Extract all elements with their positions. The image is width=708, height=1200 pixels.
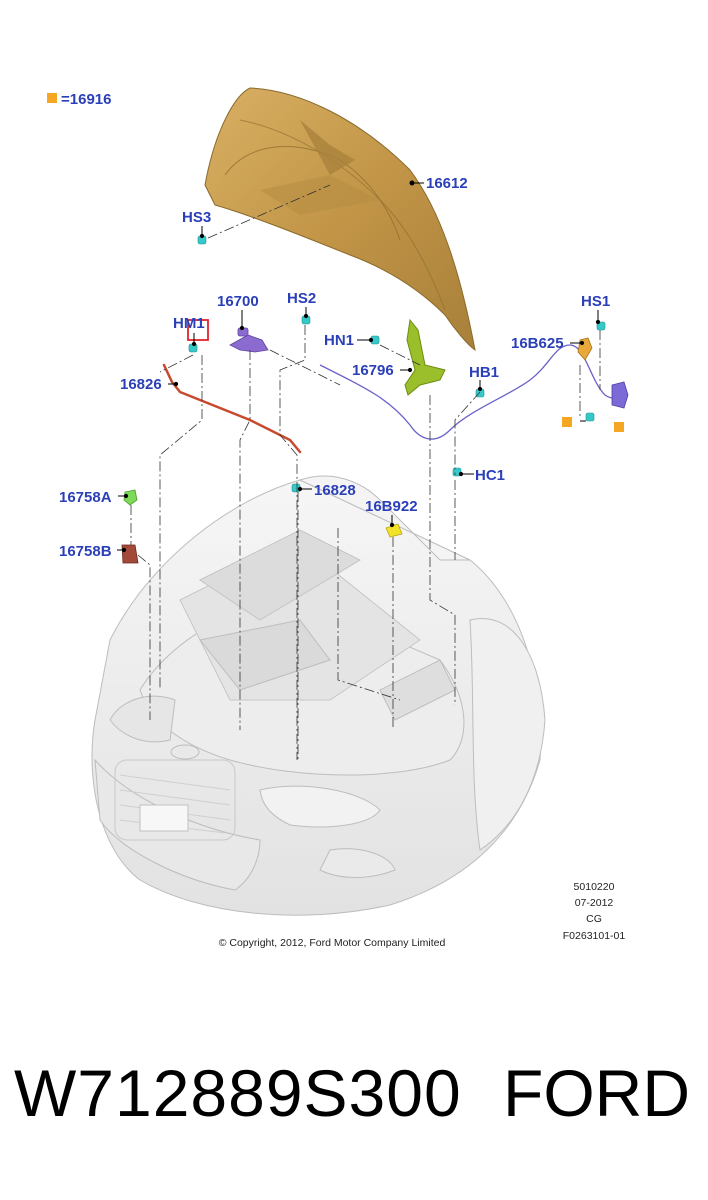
- part-caption: W712889S300 FORD: [0, 1055, 708, 1165]
- leader-lines: [117, 180, 601, 553]
- fasteners: [188, 235, 606, 493]
- label-16828: 16828: [314, 482, 356, 499]
- orange-square-1: [562, 417, 572, 427]
- fastener-cable-clip: [585, 412, 595, 422]
- label-hb1: HB1: [469, 364, 499, 381]
- label-16b625: 16B625: [511, 335, 564, 352]
- bumper-16758b: [121, 544, 139, 564]
- label-16758b: 16758B: [59, 543, 112, 560]
- label-16826: 16826: [120, 376, 162, 393]
- label-hm1: HM1: [173, 315, 205, 332]
- hood-latch: [611, 381, 629, 409]
- hm1-highlight-box: [187, 319, 209, 341]
- release-cable: [319, 344, 626, 440]
- label-hc1: HC1: [475, 467, 505, 484]
- exploded-parts-diagram: =16916: [47, 87, 629, 949]
- meta-cg: CG: [586, 913, 602, 925]
- meta-code: 5010220: [574, 881, 615, 893]
- hood-hinge: [229, 327, 269, 353]
- fastener-hs1: [596, 321, 606, 331]
- meta-fig: F0263101-01: [563, 930, 626, 942]
- label-16b922: 16B922: [365, 498, 418, 515]
- label-16612: 16612: [426, 175, 468, 192]
- part-number: W712889S300: [14, 1056, 462, 1130]
- cable-clip-16b625: [577, 337, 593, 361]
- prop-rod: [162, 363, 302, 454]
- label-16700: 16700: [217, 293, 259, 310]
- label-16758a: 16758A: [59, 489, 112, 506]
- meta-date: 07-2012: [575, 897, 614, 909]
- latch-support-frame: [404, 318, 446, 396]
- label-hn1: HN1: [324, 332, 354, 349]
- copyright: © Copyright, 2012, Ford Motor Company Li…: [219, 937, 446, 949]
- label-hs3: HS3: [182, 209, 211, 226]
- brand-name: FORD: [503, 1056, 690, 1130]
- orange-square-2: [614, 422, 624, 432]
- vehicle-front-end: [91, 475, 546, 916]
- hood-panel: [204, 87, 476, 352]
- legend-marker: [47, 93, 57, 103]
- bumper-16758a: [123, 489, 138, 506]
- guide-lines: [130, 184, 601, 760]
- legend-text: =16916: [61, 91, 111, 108]
- label-16796: 16796: [352, 362, 394, 379]
- label-hs1: HS1: [581, 293, 610, 310]
- label-hs2: HS2: [287, 290, 316, 307]
